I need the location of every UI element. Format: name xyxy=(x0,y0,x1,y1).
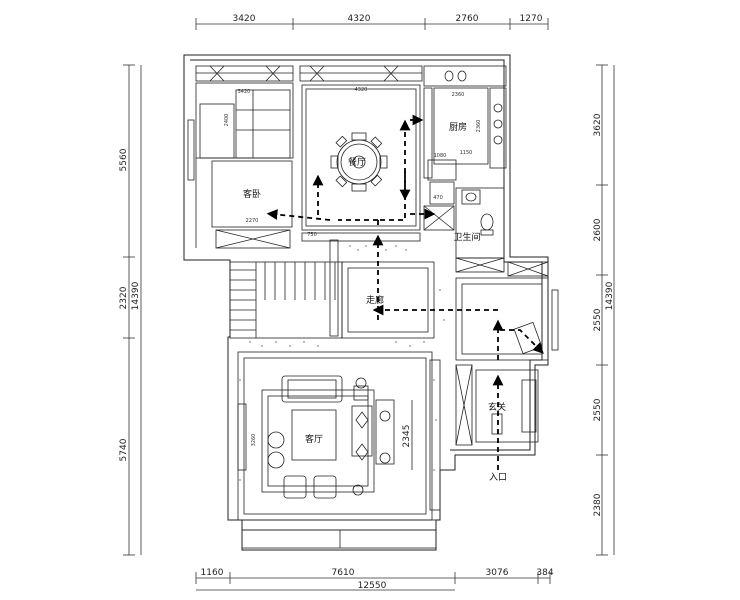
label-guest-bedroom: 客卧 xyxy=(243,188,261,200)
dim-right-2: 2600 xyxy=(593,218,603,241)
label-dining: 餐厅 xyxy=(348,156,366,168)
dining-room xyxy=(299,65,423,242)
dim-right-1: 3620 xyxy=(593,113,603,136)
dim-bottom-total: 12550 xyxy=(358,581,387,591)
label-entrance: 入口 xyxy=(489,472,507,483)
guest-bedroom xyxy=(187,65,294,249)
dim-bottom-3: 3076 xyxy=(486,568,509,578)
dim-left-2: 2320 xyxy=(119,286,129,309)
dim-right-3: 2550 xyxy=(593,308,603,331)
dining-width-label: 4320 xyxy=(355,87,368,93)
dim-right-5: 2380 xyxy=(593,493,603,516)
kitchen-width-label: 2360 xyxy=(452,92,465,98)
bedroom-width-label: 2270 xyxy=(246,218,259,224)
hall-small-label: 750 xyxy=(307,232,317,238)
living-height-label: 2345 xyxy=(402,425,412,448)
bath-small-label: 470 xyxy=(433,195,443,201)
dim-left-3: 5740 xyxy=(119,438,129,461)
dim-bottom-1: 1160 xyxy=(201,568,224,578)
dim-top-1: 3420 xyxy=(233,14,256,24)
dimension-left xyxy=(123,64,142,556)
kitchen-small-a: 1150 xyxy=(460,150,473,156)
staircase xyxy=(229,261,343,339)
circulation-path xyxy=(266,114,544,470)
hallway xyxy=(329,239,435,339)
kitchen-small-c: 2360 xyxy=(476,120,482,133)
label-kitchen: 厨房 xyxy=(449,121,467,133)
dim-right-total: 14390 xyxy=(605,281,615,310)
label-bathroom: 卫生间 xyxy=(453,231,480,243)
bathroom xyxy=(455,187,549,277)
foyer xyxy=(455,364,539,446)
dim-top-3: 2760 xyxy=(456,14,479,24)
label-living: 客厅 xyxy=(305,433,323,445)
wardrobe-height-label: 2400 xyxy=(224,114,230,127)
dim-left-1: 5560 xyxy=(119,148,129,171)
dim-bottom-2: 7610 xyxy=(332,568,355,578)
side-room xyxy=(455,277,559,361)
dim-bottom-4: 384 xyxy=(536,568,553,578)
wall-hatch xyxy=(239,245,445,481)
living-room xyxy=(237,351,441,549)
dim-left-total: 14390 xyxy=(131,281,141,310)
wardrobe-width-label: 3420 xyxy=(238,89,251,95)
living-small-label: 3260 xyxy=(251,434,257,447)
label-hallway: 走廊 xyxy=(366,294,384,306)
dimension-bottom xyxy=(195,572,551,591)
dimension-top xyxy=(195,18,549,30)
label-foyer: 玄关 xyxy=(488,401,506,413)
kitchen xyxy=(423,65,507,231)
dim-top-4: 1270 xyxy=(520,14,543,24)
dimension-right xyxy=(596,64,615,556)
dim-right-4: 2550 xyxy=(593,398,603,421)
kitchen-small-b: 1080 xyxy=(434,153,447,159)
dim-top-2: 4320 xyxy=(348,14,371,24)
